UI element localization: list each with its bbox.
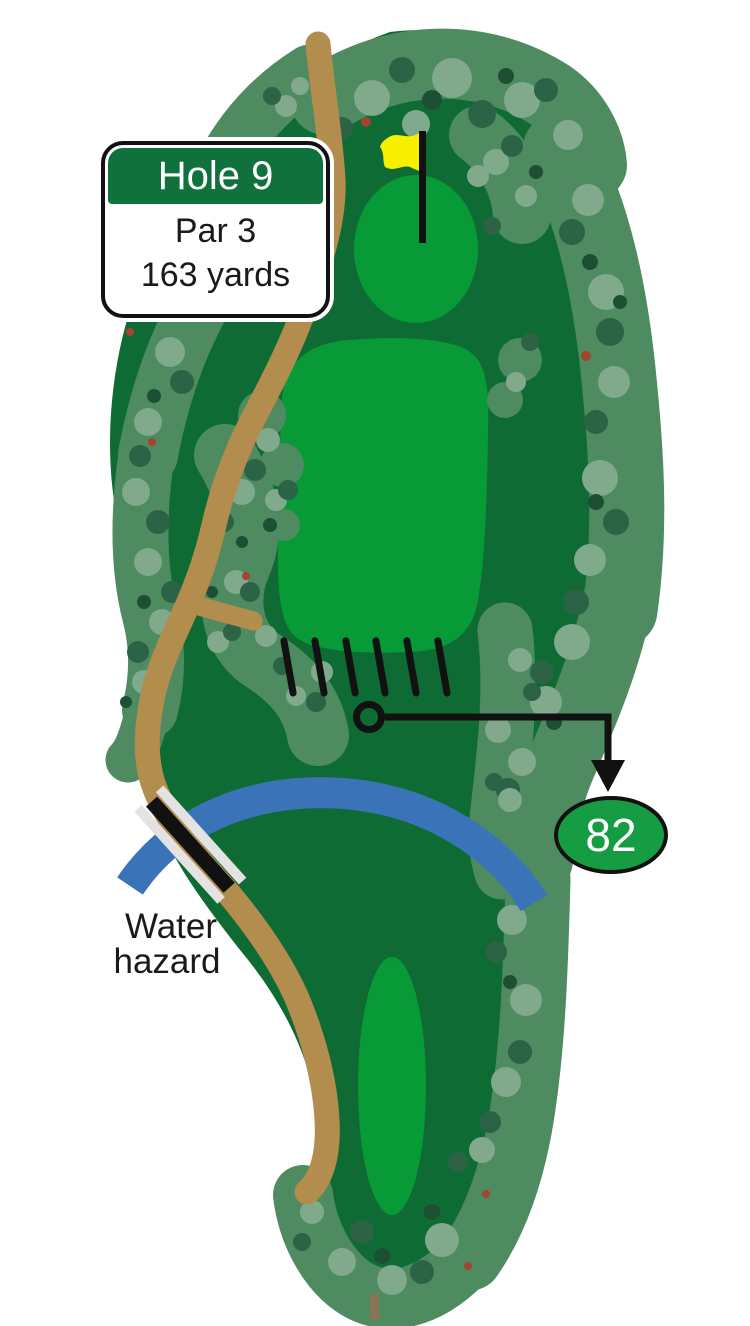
hole-par: Par 3	[174, 212, 257, 250]
bridge-deck	[145, 796, 235, 893]
trees-right-lower	[437, 847, 571, 1291]
callout-elbow-line	[385, 713, 612, 762]
tee-box	[358, 957, 426, 1215]
cart-path-spur	[179, 593, 263, 631]
trees-right-inner	[468, 602, 536, 900]
bridge-rail-left	[155, 785, 247, 885]
hole-sign: Hole 9 Par 3 163 yards	[101, 141, 330, 318]
putting-green	[354, 175, 478, 323]
distance-badge-value: 82	[585, 809, 636, 861]
bridge	[134, 785, 247, 904]
water-hazard-label-line1: Water	[125, 907, 217, 946]
bottom-tree-trunk	[370, 1294, 379, 1320]
water-hazard-label: Water hazard	[113, 907, 220, 981]
hole-sign-header: Hole 9	[108, 148, 323, 204]
flag	[380, 131, 426, 243]
marker-circle-icon	[353, 701, 385, 733]
trees-by-green	[449, 106, 551, 244]
water-hazard-label-line2: hazard	[113, 942, 220, 981]
fairway-landing-area	[277, 338, 489, 653]
fairway-shapes	[277, 175, 489, 1215]
arrowhead-down-icon	[591, 760, 625, 792]
hole-number: Hole 9	[157, 153, 274, 198]
tee-marks	[280, 637, 451, 697]
trees-right-mid	[503, 565, 653, 895]
trees-bottom	[273, 1165, 500, 1326]
bridge-rail-right	[134, 804, 225, 904]
flag-icon	[380, 133, 419, 171]
flag-pole	[419, 131, 426, 243]
distance-callout: 82	[353, 701, 668, 874]
hole-yardage: 163 yards	[140, 256, 291, 294]
distance-badge	[554, 796, 668, 874]
